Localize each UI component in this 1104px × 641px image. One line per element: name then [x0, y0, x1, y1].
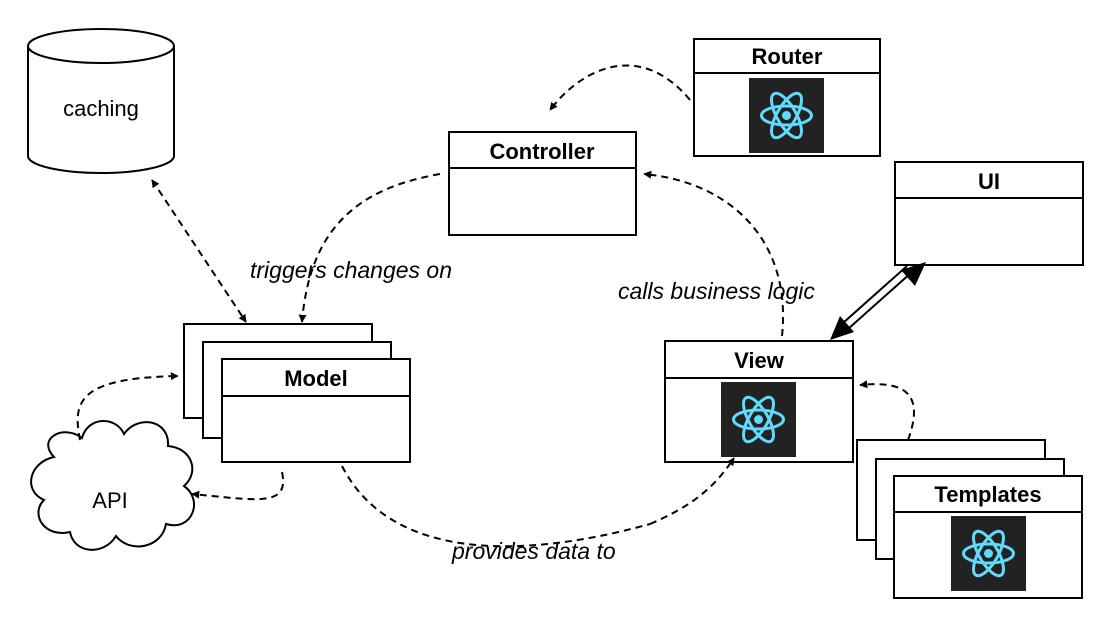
caption-provides: provides data to: [451, 538, 616, 564]
caption-triggers: triggers changes on: [250, 257, 452, 283]
edge-model-api: [191, 471, 285, 501]
controller-box: Controller: [448, 131, 637, 236]
templates-title: Templates: [934, 482, 1041, 507]
templates-stack: Templates: [856, 439, 1083, 599]
model-stack: Model: [183, 323, 411, 463]
view-box: View: [664, 340, 854, 463]
model-title: Model: [284, 366, 348, 391]
ui-box: UI: [894, 161, 1084, 266]
controller-title: Controller: [489, 139, 595, 164]
router-title: Router: [752, 44, 823, 69]
caching-label: caching: [63, 96, 139, 121]
edge-router-controller: [549, 64, 691, 111]
api-cloud: API: [30, 420, 195, 551]
edge-templates-view: [859, 380, 915, 441]
edge-view-controller: [643, 170, 785, 337]
router-box: Router: [693, 38, 881, 157]
edge-model-view: [341, 465, 651, 548]
ui-title: UI: [978, 169, 1000, 194]
caption-calls: calls business logic: [618, 278, 815, 304]
edge-view-ui: [830, 262, 926, 340]
model-box: [221, 358, 411, 463]
edge-api-model: [76, 372, 179, 441]
edge-model-view-head: [649, 457, 735, 525]
api-label: API: [92, 488, 127, 513]
view-title: View: [734, 348, 785, 373]
caching-database: caching: [27, 28, 175, 174]
edge-caching-model: [151, 179, 247, 323]
edge-controller-model: [298, 173, 441, 323]
